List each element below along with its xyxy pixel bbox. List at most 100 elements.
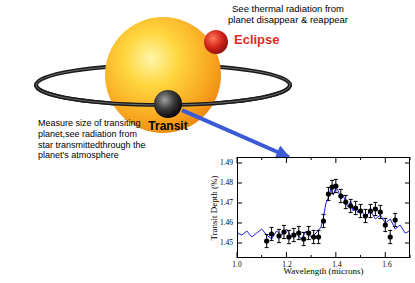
data-marker — [373, 206, 378, 211]
error-cap — [344, 195, 348, 196]
plot-frame: Transit Depth (%)Wavelength (microns) — [237, 157, 410, 258]
error-cap — [373, 215, 377, 216]
error-cap — [287, 243, 291, 244]
data-point — [353, 201, 358, 214]
data-marker — [338, 193, 343, 198]
error-cap — [312, 230, 316, 231]
data-point — [388, 230, 393, 243]
data-point — [338, 189, 343, 202]
data-marker — [353, 205, 358, 210]
error-cap — [349, 199, 353, 200]
error-cap — [322, 227, 326, 228]
data-marker — [321, 218, 326, 223]
error-cap — [302, 232, 306, 233]
tick-label: 1.6 — [375, 260, 399, 270]
tick-label: 1.47 — [211, 198, 233, 208]
spectrum-plot — [237, 157, 410, 258]
error-cap — [317, 230, 321, 231]
data-marker — [388, 234, 393, 239]
error-cap — [330, 180, 334, 181]
data-point — [291, 228, 296, 241]
error-cap — [265, 247, 269, 248]
error-cap — [368, 217, 372, 218]
error-cap — [302, 245, 306, 246]
tick-label: 1.48 — [211, 178, 233, 188]
data-marker — [316, 234, 321, 239]
eclipse-label: Eclipse — [234, 33, 280, 48]
data-marker — [383, 222, 388, 227]
error-cap — [297, 239, 301, 240]
data-point — [363, 209, 368, 222]
data-marker — [264, 238, 269, 243]
error-cap — [344, 208, 348, 209]
data-marker — [363, 213, 368, 218]
data-marker — [269, 231, 274, 236]
data-point — [343, 195, 348, 208]
data-point — [316, 230, 321, 243]
error-cap — [317, 243, 321, 244]
data-point — [306, 226, 311, 239]
data-marker — [393, 217, 398, 222]
axis-title: Transit Depth (%) — [209, 175, 219, 240]
data-point — [383, 218, 388, 231]
data-marker — [368, 208, 373, 213]
data-marker — [333, 183, 338, 188]
error-cap — [359, 204, 363, 205]
data-point — [321, 214, 326, 227]
error-cap — [287, 230, 291, 231]
data-point — [358, 204, 363, 217]
error-cap — [364, 222, 368, 223]
data-marker — [301, 236, 306, 241]
data-marker — [358, 208, 363, 213]
data-point — [286, 230, 291, 243]
error-cap — [383, 231, 387, 232]
error-cap — [354, 214, 358, 215]
error-cap — [349, 212, 353, 213]
data-point — [378, 205, 383, 218]
data-point — [311, 230, 316, 243]
error-cap — [307, 239, 311, 240]
error-cap — [265, 234, 269, 235]
data-point — [281, 225, 286, 238]
error-cap — [297, 226, 301, 227]
data-point — [276, 229, 281, 242]
model-curve — [237, 187, 410, 239]
data-marker — [306, 230, 311, 235]
data-marker — [296, 230, 301, 235]
tick-label: 1.46 — [211, 218, 233, 228]
data-marker — [291, 232, 296, 237]
error-cap — [270, 227, 274, 228]
error-cap — [388, 230, 392, 231]
error-cap — [282, 238, 286, 239]
error-cap — [307, 226, 311, 227]
error-cap — [326, 200, 330, 201]
tick-label: 1.45 — [211, 238, 233, 248]
error-cap — [312, 243, 316, 244]
error-cap — [270, 240, 274, 241]
error-cap — [364, 209, 368, 210]
data-point — [348, 199, 353, 212]
tick-label: 1.2 — [275, 260, 299, 270]
error-cap — [368, 204, 372, 205]
error-cap — [383, 218, 387, 219]
error-cap — [339, 189, 343, 190]
error-cap — [393, 213, 397, 214]
error-cap — [334, 179, 338, 180]
planet-disc — [204, 30, 228, 54]
tick-label: 1.0 — [225, 260, 249, 270]
data-marker — [343, 199, 348, 204]
error-cap — [277, 229, 281, 230]
error-cap — [292, 241, 296, 242]
data-point — [393, 213, 398, 226]
data-point — [269, 227, 274, 240]
error-cap — [373, 202, 377, 203]
error-cap — [393, 226, 397, 227]
tick-label: 1.49 — [211, 158, 233, 168]
error-cap — [339, 202, 343, 203]
error-cap — [354, 201, 358, 202]
data-point — [296, 226, 301, 239]
error-cap — [378, 218, 382, 219]
error-cap — [292, 228, 296, 229]
transit-label: Transit — [148, 120, 187, 134]
